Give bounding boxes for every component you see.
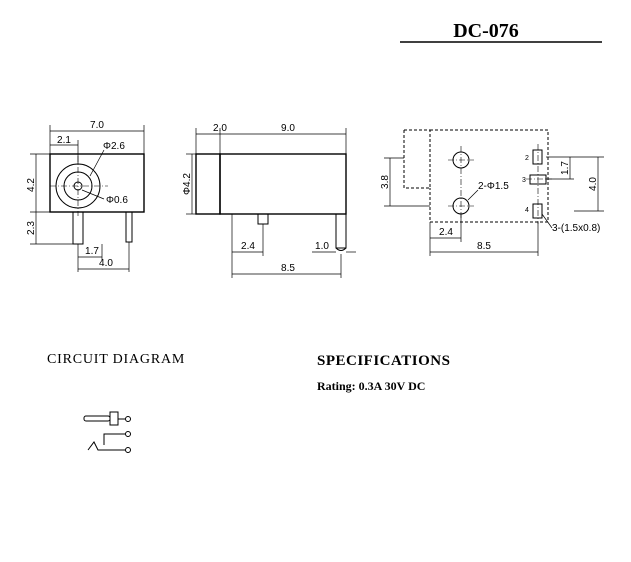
page-title: DC-076 [453,20,519,42]
dim-pcb-total: 8.5 [477,241,491,252]
dim-front-height: 4.2 [26,178,37,192]
side-pin-tip [335,247,347,251]
side-pin-small [257,213,269,225]
leader-slots [541,213,553,229]
dim-side-pin1: 2.4 [241,241,255,252]
front-pin-left [72,211,84,245]
rating-text: Rating: 0.3A 30V DC [317,379,425,393]
circuit-terminal-2 [125,431,131,437]
dim-front-width: 7.0 [90,120,104,131]
dim-front-pitch: 1.7 [85,246,99,257]
dim-side-dia: Φ4.2 [182,173,193,195]
circuit-switch-spring [87,441,125,451]
specifications-heading: SPECIFICATIONS [317,353,450,369]
dim-side-pinw: 1.0 [315,241,329,252]
front-body-outline [49,153,145,213]
pcb-view: 2 3 4 3.8 2-Φ1.5 1.7 4.0 3-(1.5x0.8) 2.4… [380,129,604,256]
circuit-wire-2 [103,433,125,445]
dim-pcb-hole: 2.4 [439,227,453,238]
leader-holes [467,189,479,201]
circuit-plug-body [109,411,119,426]
pad-number: 2 [525,155,529,162]
circuit-diagram-heading: CIRCUIT DIAGRAM [47,352,185,367]
side-front-part [195,153,221,215]
dim-front-offset: 2.1 [57,135,71,146]
side-view: 2.0 9.0 Φ4.2 2.4 1.0 8.5 [182,123,356,278]
dim-front-hole: Φ2.6 [103,141,125,152]
pcb-front-outline [403,129,431,189]
dim-side-body: 9.0 [281,123,295,134]
pad-number: 3 [522,177,526,184]
side-body [219,153,347,215]
circuit-terminal-3 [125,447,131,453]
pcb-slot-2 [532,149,543,165]
dim-side-span: 8.5 [281,263,295,274]
dim-front-pin-height: 2.3 [26,221,37,235]
leader-pin [81,189,105,200]
dim-pcb-right: 4.0 [588,177,599,191]
front-view: 7.0 2.1 Φ2.6 Φ0.6 4.2 2.3 1.7 4.0 [26,120,145,272]
pad-number: 4 [525,207,529,214]
circuit-symbol [83,411,131,453]
leader-hole [89,149,105,177]
circuit-terminal-1 [125,416,131,422]
dim-pcb-left: 3.8 [380,175,391,189]
dim-pcb-pitch: 1.7 [560,161,571,175]
circuit-plug-pin [83,415,111,422]
dim-front-span: 4.0 [99,258,113,269]
dim-pcb-holes: 2-Φ1.5 [478,181,509,192]
dim-side-front: 2.0 [213,123,227,134]
front-pin-right [125,211,133,243]
side-pin-long [335,213,347,249]
dim-front-pin: Φ0.6 [106,195,128,206]
dim-pcb-slots: 3-(1.5x0.8) [552,223,600,234]
pcb-slot-4 [532,203,543,219]
